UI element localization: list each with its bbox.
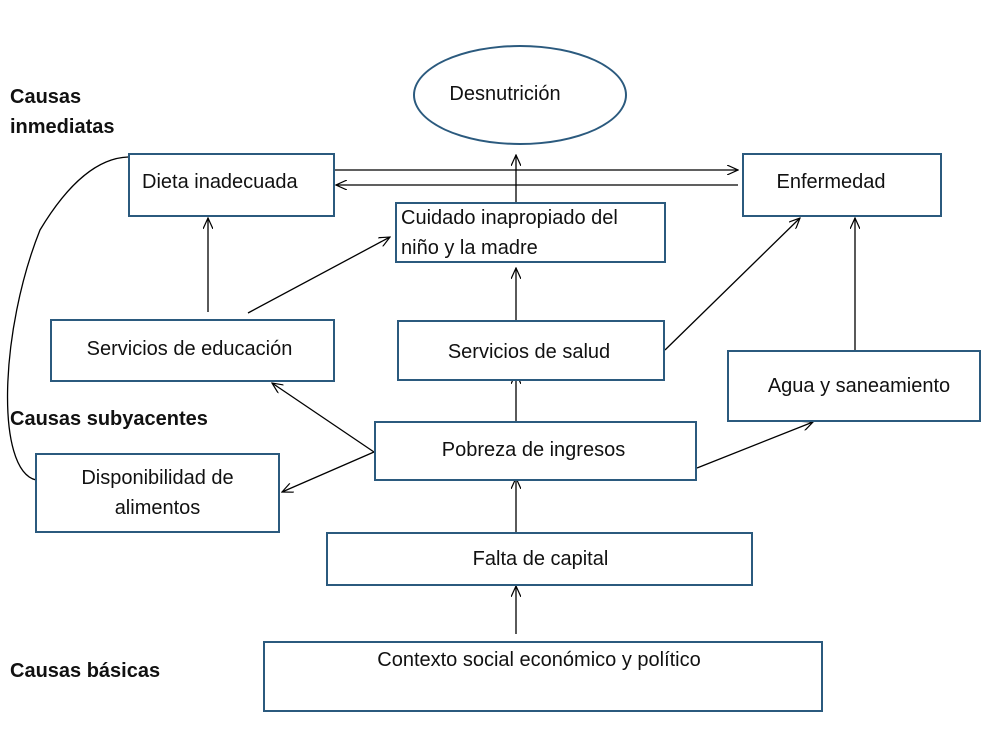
node-agua-saneamiento: Agua y saneamiento [727, 350, 981, 422]
node-disponibilidad-alimentos: Disponibilidad de alimentos [35, 453, 280, 533]
arrow-pobreza-to-educacion [272, 383, 375, 453]
node-servicios-educacion: Servicios de educación [50, 319, 335, 382]
curve-alimentos-to-dieta [6, 156, 129, 481]
level-label-basic: Causas básicas [10, 660, 161, 682]
node-dieta-inadecuada: Dieta inadecuada [128, 153, 335, 217]
level-label-underlying: Causas subyacentes [10, 408, 208, 430]
node-desnutricion: Desnutrición [413, 45, 627, 145]
node-pobreza-ingresos: Pobreza de ingresos [374, 421, 697, 481]
level-label-immediate: Causas inmediatas [10, 86, 115, 138]
arrow-educacion-to-cuidado [247, 237, 390, 314]
arrow-salud-to-enfermedad [664, 218, 800, 351]
node-contexto: Contexto social económico y político [263, 641, 823, 712]
node-enfermedad: Enfermedad [742, 153, 942, 217]
node-cuidado-inapropiado: Cuidado inapropiado del niño y la madre [395, 202, 666, 263]
arrow-pobreza-to-alimentos [282, 451, 375, 492]
node-falta-capital: Falta de capital [326, 532, 753, 586]
node-servicios-salud: Servicios de salud [397, 320, 665, 381]
arrow-pobreza-to-agua [696, 422, 813, 469]
